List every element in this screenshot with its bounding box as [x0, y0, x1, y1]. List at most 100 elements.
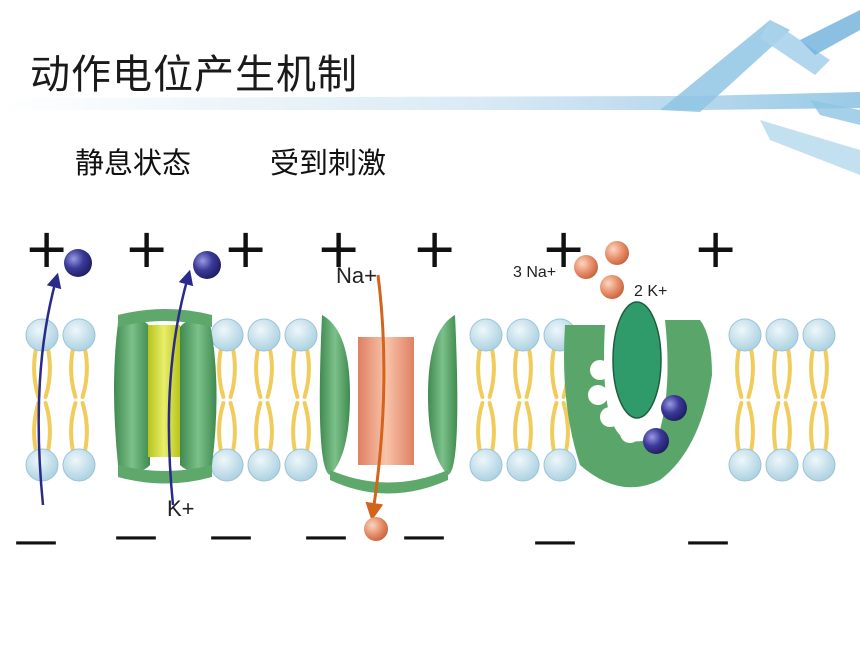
positive-charge-sign: +	[223, 217, 268, 280]
label-pump-potassium: 2 K+	[634, 283, 667, 300]
sodium-potassium-pump	[564, 301, 712, 488]
lipid-tail	[820, 347, 829, 399]
lipid-tail	[217, 347, 226, 399]
lipid-tail	[265, 347, 274, 399]
phospholipid-head	[247, 318, 281, 352]
lipid-tail	[746, 347, 755, 399]
potassium-efflux-arrow-channel	[167, 269, 194, 506]
lipid-tail	[524, 401, 533, 453]
negative-charge-sign: —	[533, 515, 577, 566]
potassium-ion	[643, 428, 669, 454]
phospholipid-head	[728, 448, 762, 482]
positive-charge-sign: +	[124, 217, 169, 280]
positive-charge-sign: +	[24, 217, 69, 280]
lipid-tail	[746, 401, 755, 453]
lipid-tail	[302, 401, 311, 453]
phospholipid-head	[25, 448, 59, 482]
lipid-tail	[302, 347, 311, 399]
lipid-tail	[217, 401, 226, 453]
negative-charge-sign: —	[209, 510, 253, 561]
label-pump-sodium: 3 Na+	[513, 264, 556, 281]
lipid-tail	[254, 347, 263, 399]
lipid-tail	[476, 401, 485, 453]
negative-charge-sign: —	[686, 515, 730, 566]
phospholipid-head	[802, 448, 836, 482]
lipid-tail	[561, 401, 570, 453]
sodium-channel	[319, 315, 458, 494]
positive-charge-sign: +	[693, 217, 738, 280]
lipid-tail	[524, 347, 533, 399]
lipid-tail	[772, 347, 781, 399]
lipid-tail	[265, 401, 274, 453]
lipid-tail	[783, 347, 792, 399]
positive-charge-sign: +	[316, 217, 361, 280]
lipid-tail	[228, 347, 237, 399]
potassium-efflux-arrow-left	[37, 272, 62, 506]
phospholipid-head	[728, 318, 762, 352]
sodium-ion	[605, 241, 629, 265]
sodium-ion	[600, 275, 624, 299]
phospholipid-head	[802, 318, 836, 352]
lipid-tail	[550, 401, 559, 453]
lipid-tail	[513, 401, 522, 453]
subheading-stimulated-state: 受到刺激	[270, 146, 387, 180]
lipid-tail	[735, 347, 744, 399]
lipid-tail	[820, 401, 829, 453]
positive-charge-sign: +	[541, 217, 586, 280]
subheading-resting-state: 静息状态	[75, 146, 192, 180]
sodium-channel-core	[358, 337, 414, 465]
potassium-ion	[193, 251, 221, 279]
phospholipid-head	[469, 448, 503, 482]
lipid-tail	[80, 401, 89, 453]
lipid-tail	[32, 347, 41, 399]
lipid-tail	[476, 347, 485, 399]
lipid-tail	[291, 347, 300, 399]
phospholipid-head	[765, 448, 799, 482]
lipid-tail	[809, 401, 818, 453]
lipid-tail	[69, 401, 78, 453]
lipid-tail	[809, 347, 818, 399]
phospholipid-head	[210, 448, 244, 482]
lipid-tail	[550, 347, 559, 399]
phospholipid-head	[247, 448, 281, 482]
lipid-tail	[69, 347, 78, 399]
phospholipid-head	[765, 318, 799, 352]
negative-charge-sign: —	[14, 515, 58, 566]
pump-core	[612, 301, 662, 419]
lipid-tail	[254, 401, 263, 453]
lipid-tail	[487, 401, 496, 453]
lipid-tail	[735, 401, 744, 453]
lipid-tail	[228, 401, 237, 453]
slide-title: 动作电位产生机制	[30, 52, 358, 98]
label-potassium: K+	[167, 496, 195, 521]
lipid-tail	[80, 347, 89, 399]
phospholipid-head	[506, 448, 540, 482]
negative-charge-sign: —	[114, 510, 158, 561]
lipid-tail	[772, 401, 781, 453]
lipid-tail	[291, 401, 300, 453]
lipid-tail	[43, 347, 52, 399]
potassium-leak-channel	[114, 309, 217, 484]
potassium-ion	[64, 249, 92, 277]
label-sodium: Na+	[336, 263, 377, 288]
sodium-ion	[364, 517, 388, 541]
potassium-ion	[661, 395, 687, 421]
phospholipid-head	[543, 448, 577, 482]
phospholipid-head	[469, 318, 503, 352]
sodium-ion	[574, 255, 598, 279]
negative-charge-sign: —	[304, 510, 348, 561]
phospholipid-head	[210, 318, 244, 352]
membrane-diagram: K+ Na+ 3 Na+ 2 K+ + + + + + + + — — — — …	[14, 217, 836, 566]
phospholipid-bilayer	[25, 318, 836, 482]
lipid-tail	[783, 401, 792, 453]
lipid-tail	[32, 401, 41, 453]
sodium-influx-arrow	[365, 274, 386, 521]
positive-charge-sign: +	[412, 217, 457, 280]
negative-charge-sign: —	[402, 510, 446, 561]
phospholipid-head	[506, 318, 540, 352]
phospholipid-head	[284, 448, 318, 482]
phospholipid-head	[62, 318, 96, 352]
phospholipid-head	[284, 318, 318, 352]
lipid-tail	[513, 347, 522, 399]
lipid-tail	[487, 347, 496, 399]
